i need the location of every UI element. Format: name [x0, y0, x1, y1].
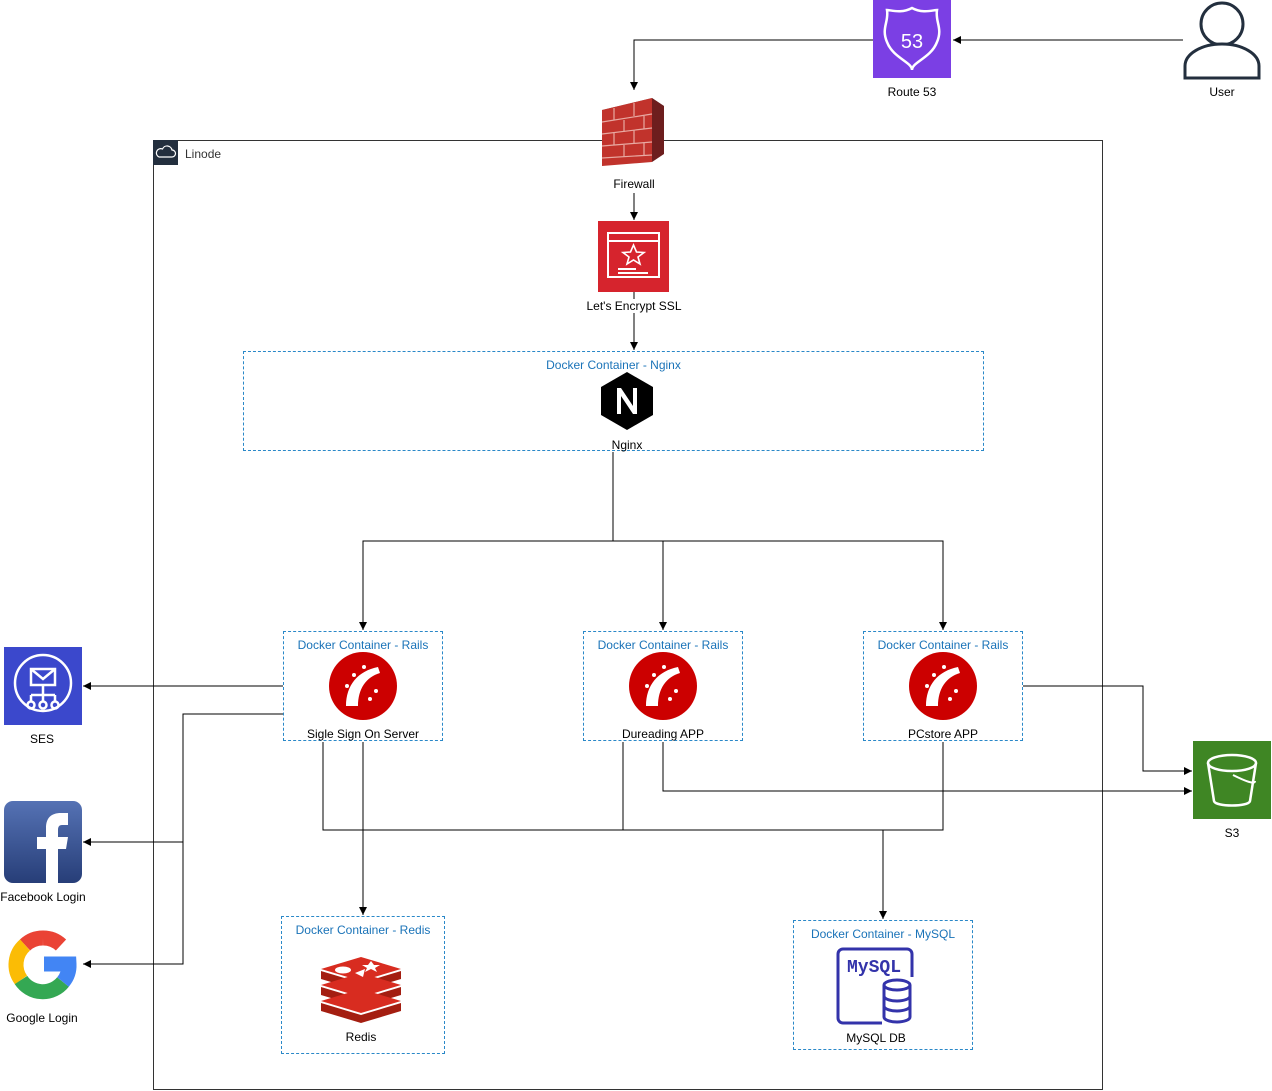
redis-container: [281, 916, 445, 1054]
user-icon: [1183, 1, 1261, 80]
mysql-container-label: Docker Container - MySQL: [810, 927, 956, 941]
edge-dureading-s3: [662, 742, 1192, 795]
route53-label: Route 53: [887, 85, 937, 99]
rails-pcstore-node[interactable]: [908, 651, 978, 721]
edge-pcstore-mysql: [879, 742, 944, 919]
ses-label: SES: [29, 732, 54, 746]
s3-bucket-icon: [1206, 753, 1258, 807]
rails-icon: [329, 652, 397, 720]
rails-dureading-container: [583, 631, 743, 741]
route53-badge-text: 53: [901, 31, 923, 53]
facebook-node[interactable]: [4, 801, 82, 883]
redis-icon: [321, 957, 401, 1023]
rails-sso-node[interactable]: [328, 651, 398, 721]
rails-dureading-container-label: Docker Container - Rails: [597, 638, 729, 652]
redis-container-label: Docker Container - Redis: [295, 923, 431, 937]
edge-nginx-pcstore: [663, 540, 947, 630]
google-label: Google Login: [6, 1011, 78, 1025]
facebook-icon: [4, 801, 82, 883]
s3-node[interactable]: [1193, 741, 1271, 819]
rails-dureading-node[interactable]: [628, 651, 698, 721]
rails-icon: [629, 652, 697, 720]
edge-sso-google: [83, 842, 184, 968]
ses-email-icon: [13, 653, 73, 713]
mysql-database-icon: MySQL: [836, 947, 914, 1025]
edge-pcstore-s3: [1023, 685, 1192, 775]
rails-sso-container-label: Docker Container - Rails: [297, 638, 429, 652]
edge-nginx-sso: [359, 540, 663, 630]
edge-sso-facebook: [83, 713, 283, 846]
ssl-label: Let's Encrypt SSL: [573, 299, 695, 313]
google-node[interactable]: [3, 924, 83, 1004]
edge-sso-mysql: [322, 742, 883, 831]
user-label: User: [1209, 85, 1235, 99]
mysql-node[interactable]: MySQL: [836, 947, 916, 1025]
rails-icon: [909, 652, 977, 720]
nginx-label: Nginx: [611, 438, 643, 452]
redis-node[interactable]: [319, 955, 403, 1023]
sso-label: Sigle Sign On Server: [306, 727, 420, 741]
route53-node[interactable]: 53: [873, 0, 951, 78]
linode-header-icon: [153, 140, 178, 165]
ses-node[interactable]: [4, 647, 82, 725]
nginx-container-label: Docker Container - Nginx: [546, 358, 681, 372]
firewall-icon: [601, 98, 664, 166]
pcstore-label: PCstore APP: [907, 727, 979, 741]
s3-label: S3: [1224, 826, 1240, 840]
ssl-node[interactable]: [598, 221, 669, 292]
mysql-label: MySQL DB: [846, 1031, 906, 1045]
rails-sso-container: [283, 631, 443, 741]
google-icon: [8, 930, 77, 1000]
facebook-label: Facebook Login: [0, 890, 86, 904]
redis-label: Redis: [345, 1030, 377, 1044]
nginx-icon: [601, 372, 653, 430]
user-node[interactable]: [1182, 0, 1262, 80]
dureading-label: Dureading APP: [621, 727, 705, 741]
edge-route53-firewall: [630, 39, 873, 90]
linode-label: Linode: [185, 147, 222, 161]
rails-pcstore-container-label: Docker Container - Rails: [877, 638, 1009, 652]
certificate-icon: [607, 232, 660, 278]
mysql-logo-text: MySQL: [847, 958, 901, 978]
route53-shield-icon: 53: [883, 6, 941, 71]
cloud-icon: [155, 145, 177, 158]
nginx-node[interactable]: [599, 370, 655, 432]
firewall-label: Firewall: [584, 177, 684, 191]
rails-pcstore-container: [863, 631, 1023, 741]
nginx-container: [243, 351, 984, 451]
firewall-node[interactable]: [600, 92, 666, 168]
mysql-container: [793, 920, 973, 1050]
